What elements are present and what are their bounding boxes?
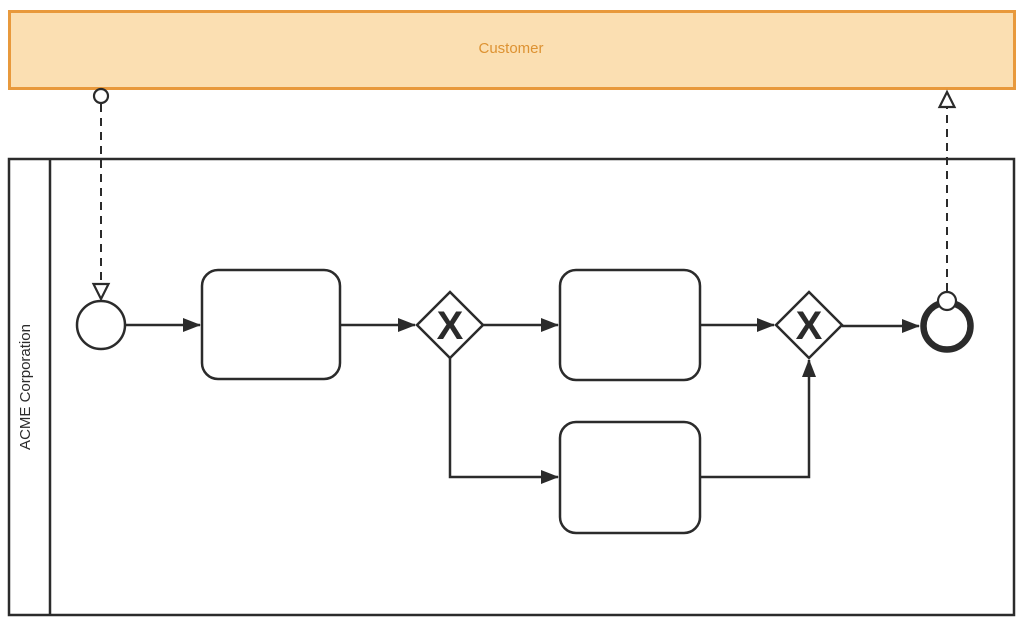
customer-pool-group: Customer: [8, 10, 1016, 90]
customer-pool-label: Customer: [478, 40, 543, 57]
message-flow-end-to-customer: [937, 89, 957, 291]
gateway-1-x-marker-icon: X: [437, 304, 464, 348]
task-3: [558, 420, 702, 535]
acme-pool-group: ACME Corporation: [7, 157, 1016, 617]
sequence-flow-task3-to-gateway2: [700, 359, 816, 479]
acme-pool: [7, 157, 1016, 617]
message-flow-1-open-arrowhead-icon: [91, 282, 111, 302]
exclusive-gateway-2: X: [774, 290, 844, 360]
sequence-flow-gateway1-to-task3: [448, 358, 559, 484]
gateway-2-x-marker-icon: X: [796, 304, 823, 348]
task-2: [558, 268, 702, 382]
message-flow-2-start-circle: [936, 290, 958, 312]
message-flow-2-open-arrowhead-icon: [937, 89, 957, 109]
customer-pool: [8, 10, 1016, 90]
gateway-2-diamond: [774, 290, 844, 360]
exclusive-gateway-1: X: [415, 290, 485, 360]
gateway-1-diamond: [415, 290, 485, 360]
acme-pool-label: ACME Corporation: [17, 324, 34, 450]
message-flow-1-start-circle: [92, 87, 110, 105]
message-flow-customer-to-start: [91, 87, 111, 302]
start-event: [75, 299, 127, 351]
task-1: [200, 268, 342, 381]
